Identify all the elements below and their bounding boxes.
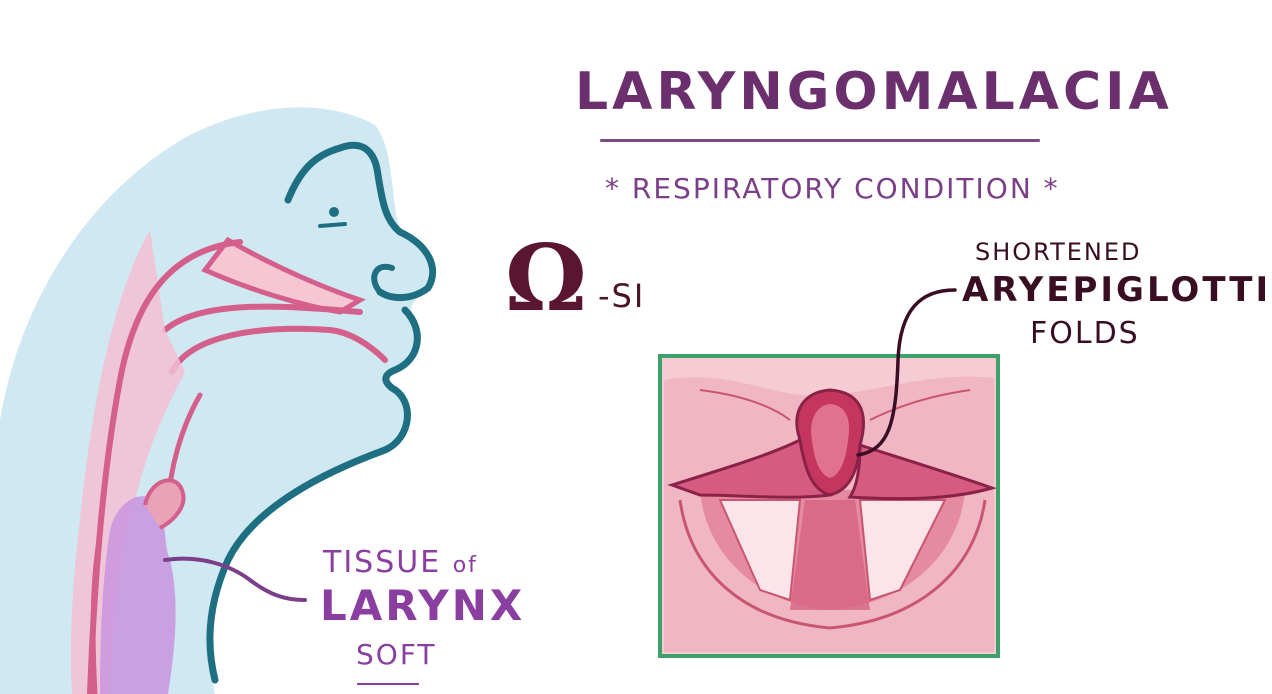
epiglottis-label-line2: ARYEPIGLOTTIC [962, 270, 1272, 310]
diagram-subtitle: * RESPIRATORY CONDITION * [605, 172, 1060, 205]
larynx-label-line1: TISSUE of [323, 545, 478, 580]
tongue-outline [169, 325, 388, 375]
aryepiglottic-fold-right [847, 442, 997, 501]
larynx-label-line2: LARYNX [320, 581, 526, 630]
upper-tissue-line-right [869, 389, 971, 421]
nasal-cavity [201, 236, 366, 315]
fold-pointer-line [856, 288, 957, 457]
epiglottis-side [143, 478, 186, 530]
larynx-pointer-line [163, 556, 307, 602]
omega-symbol: Ω [505, 224, 587, 332]
trachea-tube [90, 532, 103, 694]
larynx-label-line3: SOFT [356, 638, 437, 671]
epiglottis-inner [811, 404, 850, 478]
eye-lid [318, 222, 347, 228]
nose-curl [371, 263, 395, 295]
lips-outline [381, 306, 421, 454]
eye-pupil [329, 207, 339, 217]
glottis-ring [678, 499, 987, 630]
head-profile-illustration [0, 107, 437, 694]
soft-underline [357, 683, 419, 685]
laryngoscope-view [658, 288, 1000, 658]
epiglottis-label-line3: FOLDS [1030, 316, 1140, 351]
larynx-soft-tissue [100, 496, 176, 694]
vocal-cord-right [858, 499, 947, 602]
pharynx-airway [70, 230, 185, 694]
vocal-cord-left [718, 499, 802, 602]
hard-palate [162, 303, 363, 333]
airway-opening [790, 500, 870, 610]
larynx-label-tissue: TISSUE [323, 545, 442, 580]
face-outline [284, 141, 437, 301]
neck-outline [206, 446, 389, 684]
title-underline [600, 139, 1040, 142]
larynx-label-of: of [452, 553, 478, 578]
epiglottis-label-line1: SHORTENED [975, 238, 1142, 266]
diagram-title: LARYNGOMALACIA [575, 62, 1173, 122]
omega-suffix: -SI [598, 277, 646, 315]
upper-tissue-line-left [699, 389, 791, 421]
